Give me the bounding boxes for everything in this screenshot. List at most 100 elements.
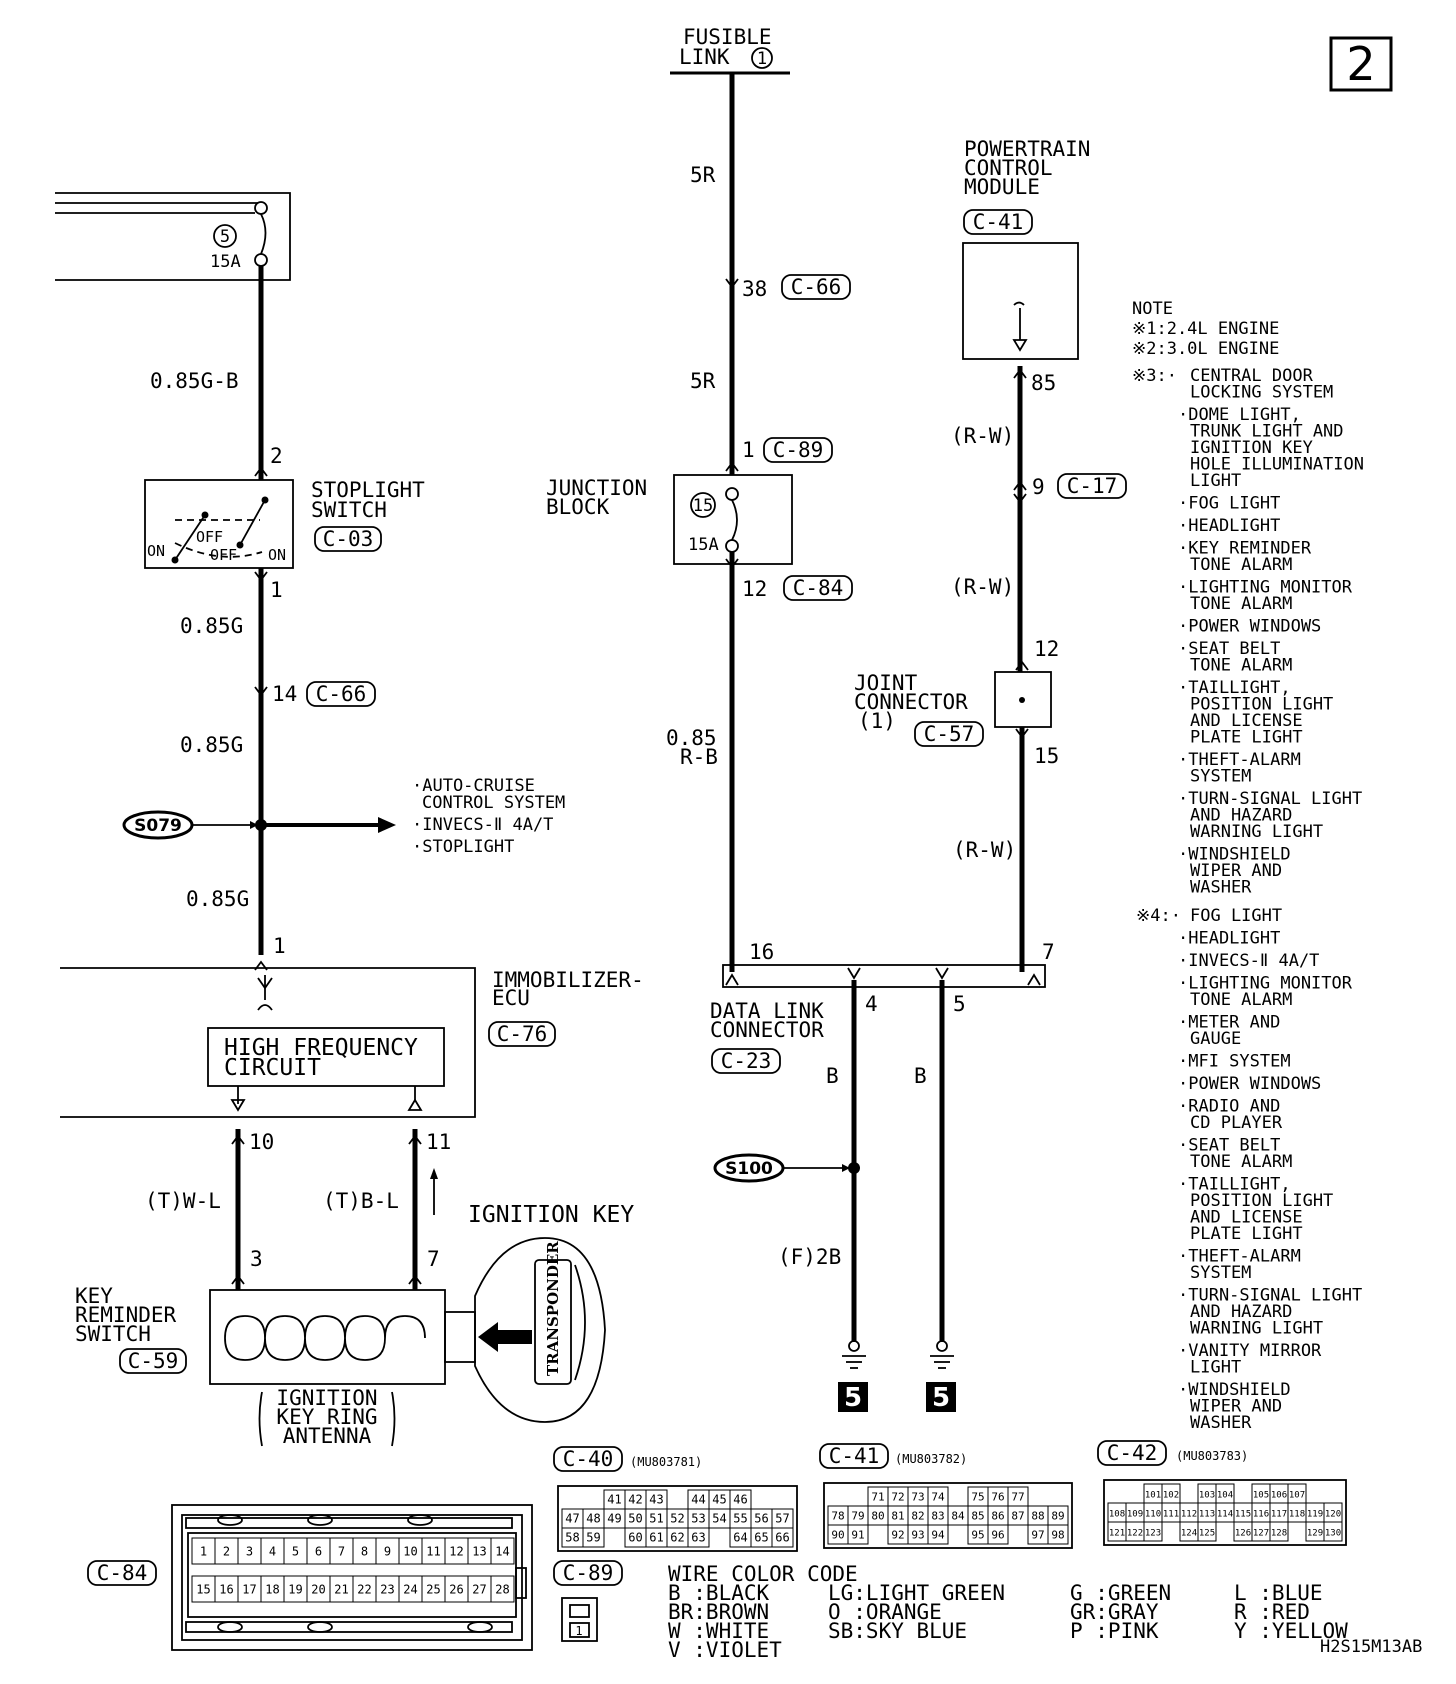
note-line: AND HAZARD — [1190, 1302, 1292, 1322]
dlc-pin-16: 16 — [749, 940, 774, 964]
pcm-label-3: MODULE — [964, 175, 1040, 199]
connector-pin-number: 16 — [219, 1583, 233, 1597]
note-line: ·HEADLIGHT — [1178, 516, 1280, 536]
connector-pin-number: 46 — [733, 1493, 747, 1507]
connector-pin-number: 75 — [971, 1491, 984, 1504]
connector-pin-number: 126 — [1235, 1529, 1251, 1539]
note-line: POSITION LIGHT — [1190, 695, 1333, 715]
connector-pin-cell: 43 — [645, 1489, 668, 1510]
splice-s079-label: S079 — [134, 816, 182, 836]
wire-label-5r-top: 5R — [690, 163, 716, 187]
note-line: ·TAILLIGHT, — [1178, 678, 1291, 698]
connector-pin-number: 108 — [1109, 1510, 1125, 1520]
note-line: ·INVECS-Ⅱ 4A/T — [1178, 951, 1319, 971]
connector-pin-cell: 54 — [708, 1508, 731, 1529]
joint-connector-label-1: JOINT — [854, 671, 918, 695]
connector-pin-cell: 21 — [329, 1575, 354, 1603]
stoplight-pin-1: 1 — [270, 578, 283, 602]
note-line: PLATE LIGHT — [1190, 728, 1303, 748]
note-line: PLATE LIGHT — [1190, 1224, 1303, 1244]
dlc-pin-4: 4 — [865, 992, 878, 1016]
fusible-link-label-2: LINK — [679, 45, 730, 69]
key-reminder-label-1: KEY — [75, 1284, 113, 1308]
antenna-pin-7: 7 — [427, 1247, 440, 1271]
fusible-link-label-1: FUSIBLE — [683, 25, 772, 49]
pin-10: 10 — [249, 1130, 274, 1154]
connector-pin-cell: 66 — [771, 1527, 794, 1548]
connector-pin-cell: 81 — [887, 1505, 909, 1526]
connector-pin-number: 93 — [911, 1529, 924, 1542]
c89-connector: C-89 — [773, 438, 824, 462]
connector-pin-number: 107 — [1289, 1491, 1305, 1501]
connector-pin-cell: 120 — [1323, 1502, 1343, 1523]
connector-pin-number: 55 — [733, 1512, 747, 1526]
connector-pin-number: 66 — [775, 1531, 789, 1545]
note-line: WIPER AND — [1190, 861, 1282, 881]
wcc-col1-1: BR:BROWN — [668, 1600, 769, 1624]
connector-pin-cell: 130 — [1323, 1521, 1343, 1542]
note-line: LOCKING SYSTEM — [1190, 383, 1333, 403]
connector-pin-number: 118 — [1289, 1510, 1305, 1520]
connector-pin-cell: 76 — [987, 1486, 1009, 1507]
note-line: ·THEFT-ALARM — [1178, 1247, 1301, 1267]
connector-pin-number: 83 — [931, 1510, 944, 1523]
stoplight-on-left: ON — [147, 542, 165, 560]
note-line: TONE ALARM — [1190, 594, 1292, 614]
connector-pin-number: 80 — [871, 1510, 884, 1523]
connector-pin-cell: 82 — [907, 1505, 929, 1526]
wire-label-0.85g-2: 0.85G — [180, 733, 243, 757]
connector-pin-cell: 19 — [283, 1575, 308, 1603]
note-line: ·LIGHTING MONITOR — [1178, 974, 1353, 994]
connector-pin-number: 88 — [1031, 1510, 1044, 1523]
connector-pin-cell: 4 — [260, 1537, 285, 1565]
connector-pin-number: 63 — [691, 1531, 705, 1545]
connector-pin-cell: 64 — [729, 1527, 752, 1548]
connector-pin-number: 106 — [1271, 1491, 1287, 1501]
connector-pin-number: 10 — [403, 1545, 417, 1559]
wcc-col4-1: R :RED — [1234, 1600, 1310, 1624]
connector-pin-cell: 95 — [967, 1524, 989, 1545]
note-line: ·METER AND — [1178, 1013, 1280, 1033]
connector-pin-cell: 15 — [191, 1575, 216, 1603]
connector-pin-number: 11 — [426, 1545, 440, 1559]
connector-pin-cell: 13 — [467, 1537, 492, 1565]
c42-part: (MU803783) — [1176, 1449, 1248, 1463]
connector-pin-cell: 109 — [1125, 1502, 1145, 1523]
connector-pin-cell: 102 — [1161, 1483, 1181, 1504]
connector-pin-number: 15 — [196, 1583, 210, 1597]
wcc-col2-0: LG:LIGHT GREEN — [828, 1581, 1005, 1605]
pin-9: 9 — [1032, 475, 1045, 499]
connector-pin-cell: 20 — [306, 1575, 331, 1603]
connector-c89-view: C-89 1 — [553, 1560, 623, 1642]
note-line: WARNING LIGHT — [1190, 822, 1323, 842]
note-line: WARNING LIGHT — [1190, 1319, 1323, 1339]
wcc-col2-2: SB:SKY BLUE — [828, 1619, 967, 1643]
connector-pin-cell: 94 — [927, 1524, 949, 1545]
connector-pin-number: 27 — [472, 1583, 486, 1597]
wire-label-0.85g-1: 0.85G — [180, 614, 243, 638]
note-4-items: FOG LIGHT·HEADLIGHT·INVECS-Ⅱ 4A/T·LIGHTI… — [1178, 906, 1362, 1433]
connector-pin-cell: 115 — [1233, 1502, 1253, 1523]
connector-pin-number: 79 — [851, 1510, 864, 1523]
connector-pin-number: 18 — [265, 1583, 279, 1597]
connector-pin-cell: 57 — [771, 1508, 794, 1529]
note-line: IGNITION KEY — [1190, 438, 1313, 458]
pin-38: 38 — [742, 277, 767, 301]
connector-pin-number: 41 — [607, 1493, 621, 1507]
connector-pin-cell: 72 — [887, 1486, 909, 1507]
connector-pin-number: 78 — [831, 1510, 844, 1523]
ignition-key-icon: TRANSPONDER — [444, 1237, 606, 1423]
connector-pin-number: 128 — [1271, 1529, 1287, 1539]
connector-pin-number: 97 — [1031, 1529, 1044, 1542]
connector-pin-cell: 118 — [1287, 1502, 1307, 1523]
note-line: WASHER — [1190, 878, 1252, 898]
wcc-col2-1: O :ORANGE — [828, 1600, 942, 1624]
connector-pin-number: 65 — [754, 1531, 768, 1545]
connector-pin-number: 74 — [931, 1491, 945, 1504]
note-line: LIGHT — [1190, 471, 1241, 491]
note-line: ·WINDSHIELD — [1178, 1380, 1291, 1400]
note-line: ·HEADLIGHT — [1178, 929, 1280, 949]
connector-pin-number: 3 — [246, 1545, 253, 1559]
fuse-5-rating: 15A — [210, 252, 241, 272]
